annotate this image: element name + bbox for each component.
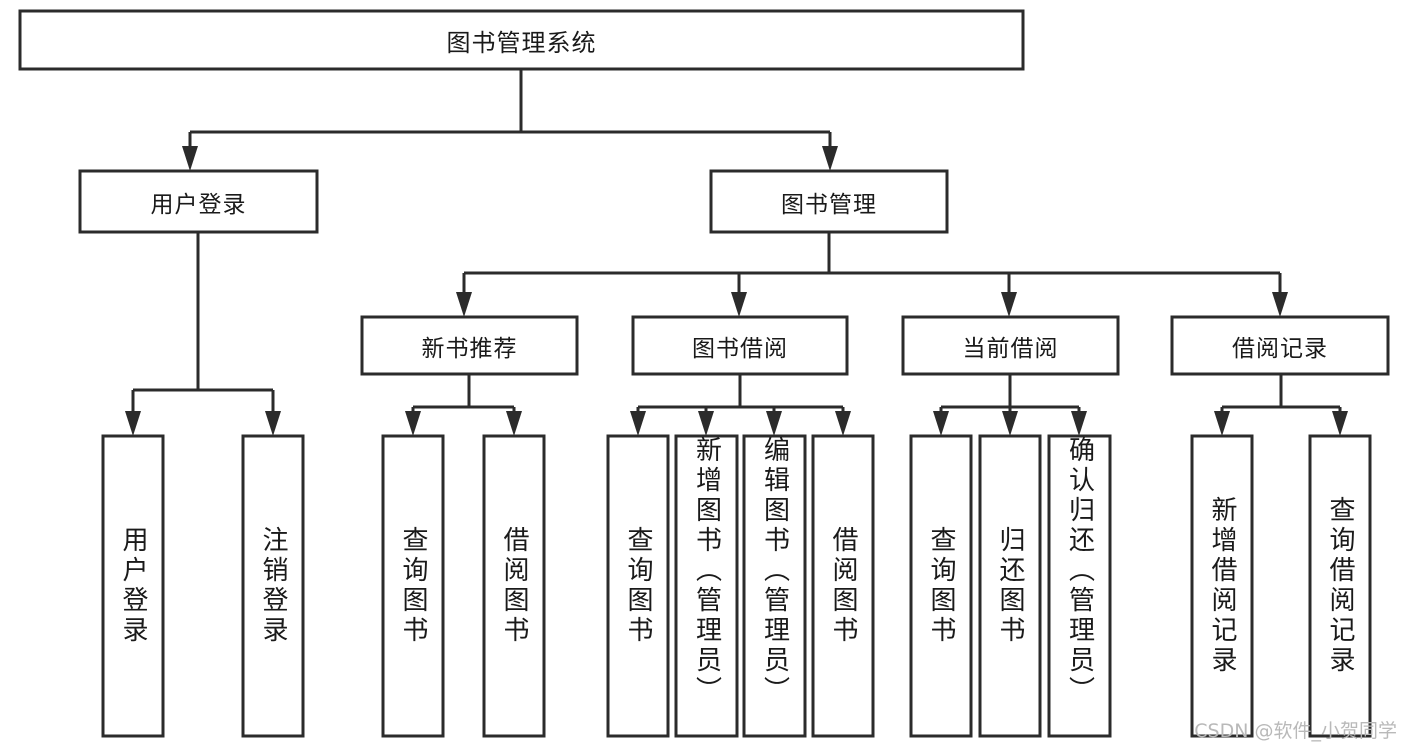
arrow-bookborrow-to-leaf3 — [835, 411, 851, 436]
leaf-borrow-record-0[interactable] — [1190, 434, 1254, 738]
leaf-current-borrow-1[interactable] — [978, 434, 1042, 738]
leaf-new-book-0[interactable] — [381, 434, 445, 738]
node-new-book-recommend[interactable] — [360, 315, 579, 376]
leaf-borrow-record-1[interactable] — [1308, 434, 1372, 738]
arrow-userlogin-to-leaf0 — [125, 411, 141, 436]
node-root[interactable] — [18, 9, 1025, 71]
leaf-user-login-1[interactable] — [241, 434, 305, 738]
arrow-bookborrow-to-leaf2 — [766, 411, 782, 436]
arrow-bookborrow-to-leaf0 — [630, 411, 646, 436]
arrow-currentborrow-to-leaf1 — [1002, 411, 1018, 436]
arrow-currentborrow-to-leaf2 — [1071, 411, 1087, 436]
arrow-newbook-to-leaf1 — [506, 411, 522, 436]
leaf-current-borrow-0[interactable] — [909, 434, 973, 738]
arrow-borrowrecord-to-leaf0 — [1214, 411, 1230, 436]
node-book-borrow[interactable] — [631, 315, 849, 376]
leaf-new-book-1[interactable] — [482, 434, 546, 738]
arrow-bookmgmt-to-l3-1 — [731, 292, 747, 317]
leaf-book-borrow-2[interactable] — [742, 434, 807, 738]
node-borrow-record[interactable] — [1170, 315, 1390, 376]
arrow-bookmgmt-to-l3-0 — [456, 292, 472, 317]
arrow-bookmgmt-to-l3-3 — [1272, 292, 1288, 317]
leaf-current-borrow-2[interactable] — [1047, 434, 1112, 738]
node-user-login[interactable] — [78, 169, 319, 234]
leaf-book-borrow-3[interactable] — [811, 434, 875, 738]
node-book-management[interactable] — [709, 169, 949, 234]
arrow-bookmgmt-to-l3-2 — [1001, 292, 1017, 317]
arrow-newbook-to-leaf0 — [405, 411, 421, 436]
arrow-root-to-book-mgmt — [822, 146, 838, 171]
arrow-borrowrecord-to-leaf1 — [1332, 411, 1348, 436]
arrow-userlogin-to-leaf1 — [265, 411, 281, 436]
arrow-currentborrow-to-leaf0 — [933, 411, 949, 436]
arrow-bookborrow-to-leaf1 — [698, 411, 714, 436]
leaf-book-borrow-1[interactable] — [674, 434, 739, 738]
node-current-borrow[interactable] — [901, 315, 1120, 376]
arrow-root-to-user-login — [182, 146, 198, 171]
leaf-user-login-0[interactable] — [101, 434, 165, 738]
leaf-book-borrow-0[interactable] — [606, 434, 670, 738]
